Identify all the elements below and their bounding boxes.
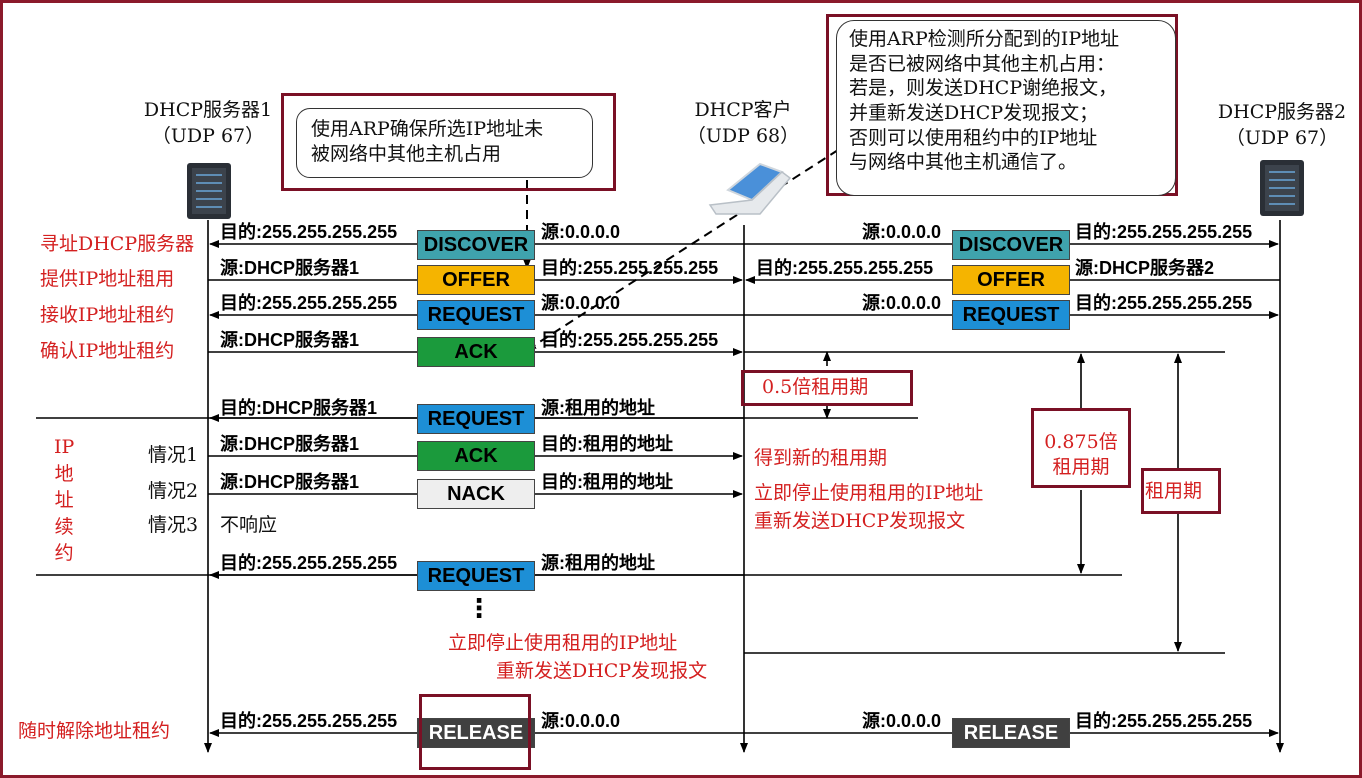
renew-ack-src: 源:DHCP服务器1 [220, 434, 360, 454]
no-response-text: 不响应 [220, 514, 278, 536]
server1-name: DHCP服务器1 [143, 99, 273, 121]
discover-packet-left: DISCOVER [417, 230, 535, 260]
release-packet-right: RELEASE [952, 718, 1070, 748]
client-label: DHCP客户 （UDP 68） [668, 98, 818, 149]
server2-icon [1260, 160, 1304, 216]
half-lease-label: 0.5倍租用期 [762, 376, 869, 398]
request-src-right: 源:0.0.0.0 [862, 293, 942, 313]
server2-name: DHCP服务器2 [1217, 101, 1347, 123]
renew-request-packet: REQUEST [417, 404, 535, 434]
client-name: DHCP客户 [694, 99, 792, 121]
rediscover-text-2: 重新发送DHCP发现报文 [496, 660, 708, 682]
renew-nack-dst: 目的:租用的地址 [541, 472, 673, 492]
renew-nack-packet: NACK [417, 479, 535, 509]
offer-packet-left: OFFER [417, 265, 535, 295]
lease-label: 租用期 [1145, 480, 1203, 502]
rediscover-text: 重新发送DHCP发现报文 [754, 510, 966, 532]
new-lease-text: 得到新的租用期 [754, 447, 888, 469]
lease-875-box [1031, 408, 1131, 488]
release-src-left: 源:0.0.0.0 [541, 711, 621, 731]
ack-packet: ACK [417, 337, 535, 367]
discover-dst-right: 目的:255.255.255.255 [1075, 222, 1253, 242]
renew-request-src: 源:租用的地址 [541, 398, 655, 418]
request-dst-left: 目的:255.255.255.255 [220, 293, 398, 313]
release-highlight [419, 694, 531, 770]
renew-request-dst: 目的:DHCP服务器1 [220, 398, 378, 418]
step-request: 接收IP地址租约 [40, 304, 175, 326]
discover-src-left: 源:0.0.0.0 [541, 222, 621, 242]
discover-packet-right: DISCOVER [952, 230, 1070, 260]
release-dst-right: 目的:255.255.255.255 [1075, 711, 1253, 731]
stop-use-text: 立即停止使用租用的IP地址 [754, 482, 984, 504]
lease-875-label: 0.875倍 租用期 [1044, 431, 1118, 478]
ack-dst: 目的:255.255.255.255 [541, 330, 719, 350]
half-lease-box [741, 370, 913, 406]
release-src-right: 源:0.0.0.0 [862, 711, 942, 731]
request-packet-right: REQUEST [952, 300, 1070, 330]
step-ack: 确认IP地址租约 [40, 340, 175, 362]
step-offer: 提供IP地址租用 [40, 268, 175, 290]
case2-label: 情况2 [148, 480, 199, 502]
step-release: 随时解除地址租约 [18, 720, 171, 742]
renew-nack-src: 源:DHCP服务器1 [220, 472, 360, 492]
discover-src-right: 源:0.0.0.0 [862, 222, 942, 242]
offer-dst-left: 目的:255.255.255.255 [541, 258, 719, 278]
request-src-left: 源:0.0.0.0 [541, 293, 621, 313]
arp-server-highlight [281, 93, 616, 191]
lease-box [1141, 468, 1221, 514]
step-discover: 寻址DHCP服务器 [40, 233, 195, 255]
offer-src-left: 源:DHCP服务器1 [220, 258, 360, 278]
rebind-src: 源:租用的地址 [541, 553, 655, 573]
arp-client-note: 使用ARP检测所分配到的IP地址 是否已被网络中其他主机占用： 若是，则发送DH… [836, 20, 1176, 196]
request-packet-left: REQUEST [417, 300, 535, 330]
renew-ack-dst: 目的:租用的地址 [541, 434, 673, 454]
server2-port: （UDP 67） [1225, 126, 1339, 149]
renew-ack-packet: ACK [417, 441, 535, 471]
offer-packet-right: OFFER [952, 265, 1070, 295]
rebind-dst: 目的:255.255.255.255 [220, 553, 398, 573]
case3-label: 情况3 [148, 514, 199, 536]
ack-src: 源:DHCP服务器1 [220, 330, 360, 350]
offer-dst-right: 目的:255.255.255.255 [756, 258, 934, 278]
release-dst-left: 目的:255.255.255.255 [220, 711, 398, 731]
case1-label: 情况1 [148, 444, 199, 466]
step-renew: IP 地 址 续 约 [54, 436, 75, 565]
stop-use-text-2: 立即停止使用租用的IP地址 [448, 632, 678, 654]
release-packet-left: RELEASE [417, 718, 535, 748]
discover-dst-left: 目的:255.255.255.255 [220, 222, 398, 242]
arp-server-note: 使用ARP确保所选IP地址未 被网络中其他主机占用 [296, 108, 593, 178]
rebind-request-packet: REQUEST [417, 561, 535, 591]
server1-port: （UDP 67） [151, 124, 265, 147]
offer-src-right: 源:DHCP服务器2 [1075, 258, 1215, 278]
request-dst-right: 目的:255.255.255.255 [1075, 293, 1253, 313]
server1-label: DHCP服务器1 （UDP 67） [130, 98, 286, 149]
laptop-icon [708, 162, 792, 215]
client-port: （UDP 68） [686, 124, 800, 147]
server2-label: DHCP服务器2 （UDP 67） [1204, 100, 1360, 151]
server1-icon [187, 163, 231, 219]
ellipsis: ⋮ [466, 594, 492, 624]
